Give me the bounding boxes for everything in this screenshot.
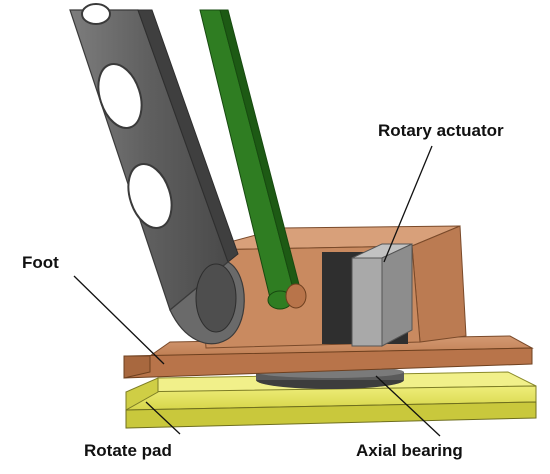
label-rotate-pad: Rotate pad: [84, 441, 172, 460]
leader-foot: [73, 275, 165, 365]
leg-hole-top: [81, 3, 111, 25]
leader-rotary-actuator: [383, 145, 433, 263]
label-foot: Foot: [22, 253, 59, 272]
label-rotary-actuator: Rotary actuator: [378, 121, 504, 140]
leader-axial-bearing: [375, 375, 441, 437]
rotary-actuator: [351, 243, 413, 347]
green-link: [199, 9, 303, 310]
leg-link: [69, 3, 245, 345]
hinge-pin: [285, 283, 307, 309]
rotate-pad: [125, 371, 537, 429]
label-axial-bearing: Axial bearing: [356, 441, 463, 460]
leg-hole-1: [97, 63, 143, 129]
leader-lines: [73, 145, 441, 437]
leader-rotate-pad: [145, 401, 181, 435]
leg-hole-2: [127, 163, 173, 229]
